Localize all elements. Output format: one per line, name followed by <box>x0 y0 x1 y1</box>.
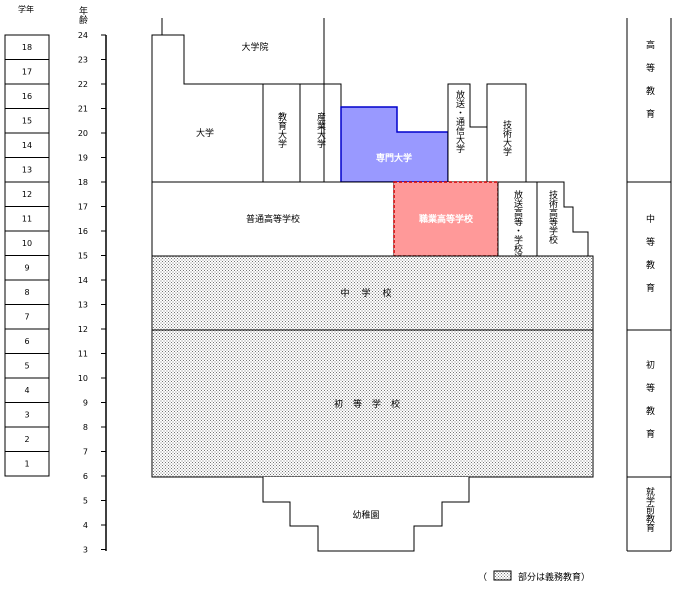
age-tick-label: 3 <box>83 546 88 555</box>
kindergarten-label: 幼稚園 <box>352 509 379 521</box>
technical-university-label: 技術大学 <box>501 119 512 156</box>
grade-cell <box>4 304 50 330</box>
age-tick-label: 13 <box>78 301 88 310</box>
grade-value: 14 <box>22 141 32 150</box>
industrial-university-label: 産業大学 <box>315 111 326 148</box>
age-tick-label: 17 <box>78 203 88 212</box>
grade-value: 18 <box>22 43 32 52</box>
grade-value: 1 <box>24 460 29 469</box>
grade-value: 17 <box>22 68 32 77</box>
technical-high-school-label: 技術高等学校 <box>547 189 558 245</box>
age-tick-label: 22 <box>78 80 88 89</box>
university-label: 大学 <box>196 127 214 139</box>
grade-value: 5 <box>24 362 29 371</box>
broadcast-university-label: 放送・通信大学 <box>454 89 465 153</box>
age-tick-label: 23 <box>78 56 88 65</box>
technical-high-school-box <box>536 181 589 257</box>
age-tick-label: 14 <box>78 276 88 285</box>
grade-value: 2 <box>24 435 29 444</box>
stage-column: 高等教育 中等教育 初等教育 就学前教育 <box>626 18 672 552</box>
grade-value: 13 <box>22 166 32 175</box>
grade-cell <box>4 34 50 60</box>
legend-text: 部分は義務教育） <box>518 571 590 583</box>
grade-value: 11 <box>22 215 32 224</box>
general-high-school-box <box>151 181 395 257</box>
grade-column: 18 17 16 15 14 13 12 11 10 9 8 7 6 5 4 3 2 1 <box>4 34 50 477</box>
broadcast-high-school-label: 放送高等・学校通信 <box>512 189 523 272</box>
grade-cell <box>4 426 50 452</box>
grade-cell <box>4 353 50 379</box>
kindergarten-box <box>262 477 470 552</box>
age-axis: 24 23 22 21 20 19 18 17 16 15 14 13 12 11 10 9 8 7 6 5 4 3 <box>78 31 107 555</box>
preschool-education-label: 就学前教育 <box>644 486 655 533</box>
grade-cell <box>4 279 50 305</box>
grade-value: 7 <box>24 313 29 322</box>
age-tick-label: 9 <box>83 399 88 408</box>
age-tick-label: 10 <box>78 374 88 383</box>
grade-cell <box>4 108 50 134</box>
primary-education-label: 初等教育 <box>644 359 655 452</box>
grade-value: 8 <box>24 288 29 297</box>
age-tick-label: 8 <box>83 423 88 432</box>
grade-value: 15 <box>22 117 32 126</box>
grade-value: 12 <box>22 190 32 199</box>
age-tick-label: 15 <box>78 252 88 261</box>
elementary-school-label: 初等学校 <box>334 398 410 410</box>
grade-value: 6 <box>24 337 29 346</box>
compulsory-swatch <box>493 570 512 581</box>
age-header: 年齢 <box>77 5 88 25</box>
legend: （ 部分は義務教育） <box>478 570 590 583</box>
legend-open-paren: （ <box>478 572 487 583</box>
middle-school-box <box>151 255 594 331</box>
age-tick-label: 4 <box>83 521 88 530</box>
age-tick-label: 5 <box>83 497 88 506</box>
age-tick-label: 7 <box>83 448 88 457</box>
grade-cell <box>4 157 50 183</box>
grade-value: 3 <box>24 411 29 420</box>
grade-value: 9 <box>24 264 29 273</box>
general-high-school-label: 普通高等学校 <box>246 213 300 225</box>
vocational-high-school-label: 職業高等学校 <box>419 213 474 225</box>
education-university-label: 教育大学 <box>276 111 287 148</box>
grade-cell <box>4 59 50 85</box>
grade-value: 4 <box>24 386 29 395</box>
professional-university-box <box>340 106 449 183</box>
professional-university-label: 専門大学 <box>376 152 412 164</box>
grade-value: 16 <box>22 92 32 101</box>
age-tick-label: 19 <box>78 154 88 163</box>
vocational-high-school-box <box>393 181 499 257</box>
age-tick-label: 16 <box>78 227 88 236</box>
university-box <box>151 34 325 183</box>
grade-value: 10 <box>22 239 32 248</box>
grade-cell <box>4 206 50 232</box>
age-tick-label: 21 <box>78 105 88 114</box>
age-tick-label: 18 <box>78 178 88 187</box>
age-tick-label: 12 <box>78 325 88 334</box>
grade-cell <box>4 255 50 281</box>
age-tick-label: 24 <box>78 31 88 40</box>
age-tick-label: 11 <box>78 350 88 359</box>
age-tick-label: 20 <box>78 129 88 138</box>
grade-cell <box>4 402 50 428</box>
secondary-education-label: 中等教育 <box>644 213 655 306</box>
higher-education-label: 高等教育 <box>644 39 655 132</box>
grade-cell <box>4 451 50 477</box>
graduate-school-label: 大学院 <box>241 41 268 53</box>
elementary-school-box <box>151 329 594 478</box>
grade-header: 学年 <box>18 4 34 14</box>
middle-school-label: 中学校 <box>340 287 403 299</box>
age-tick-label: 6 <box>83 472 88 481</box>
